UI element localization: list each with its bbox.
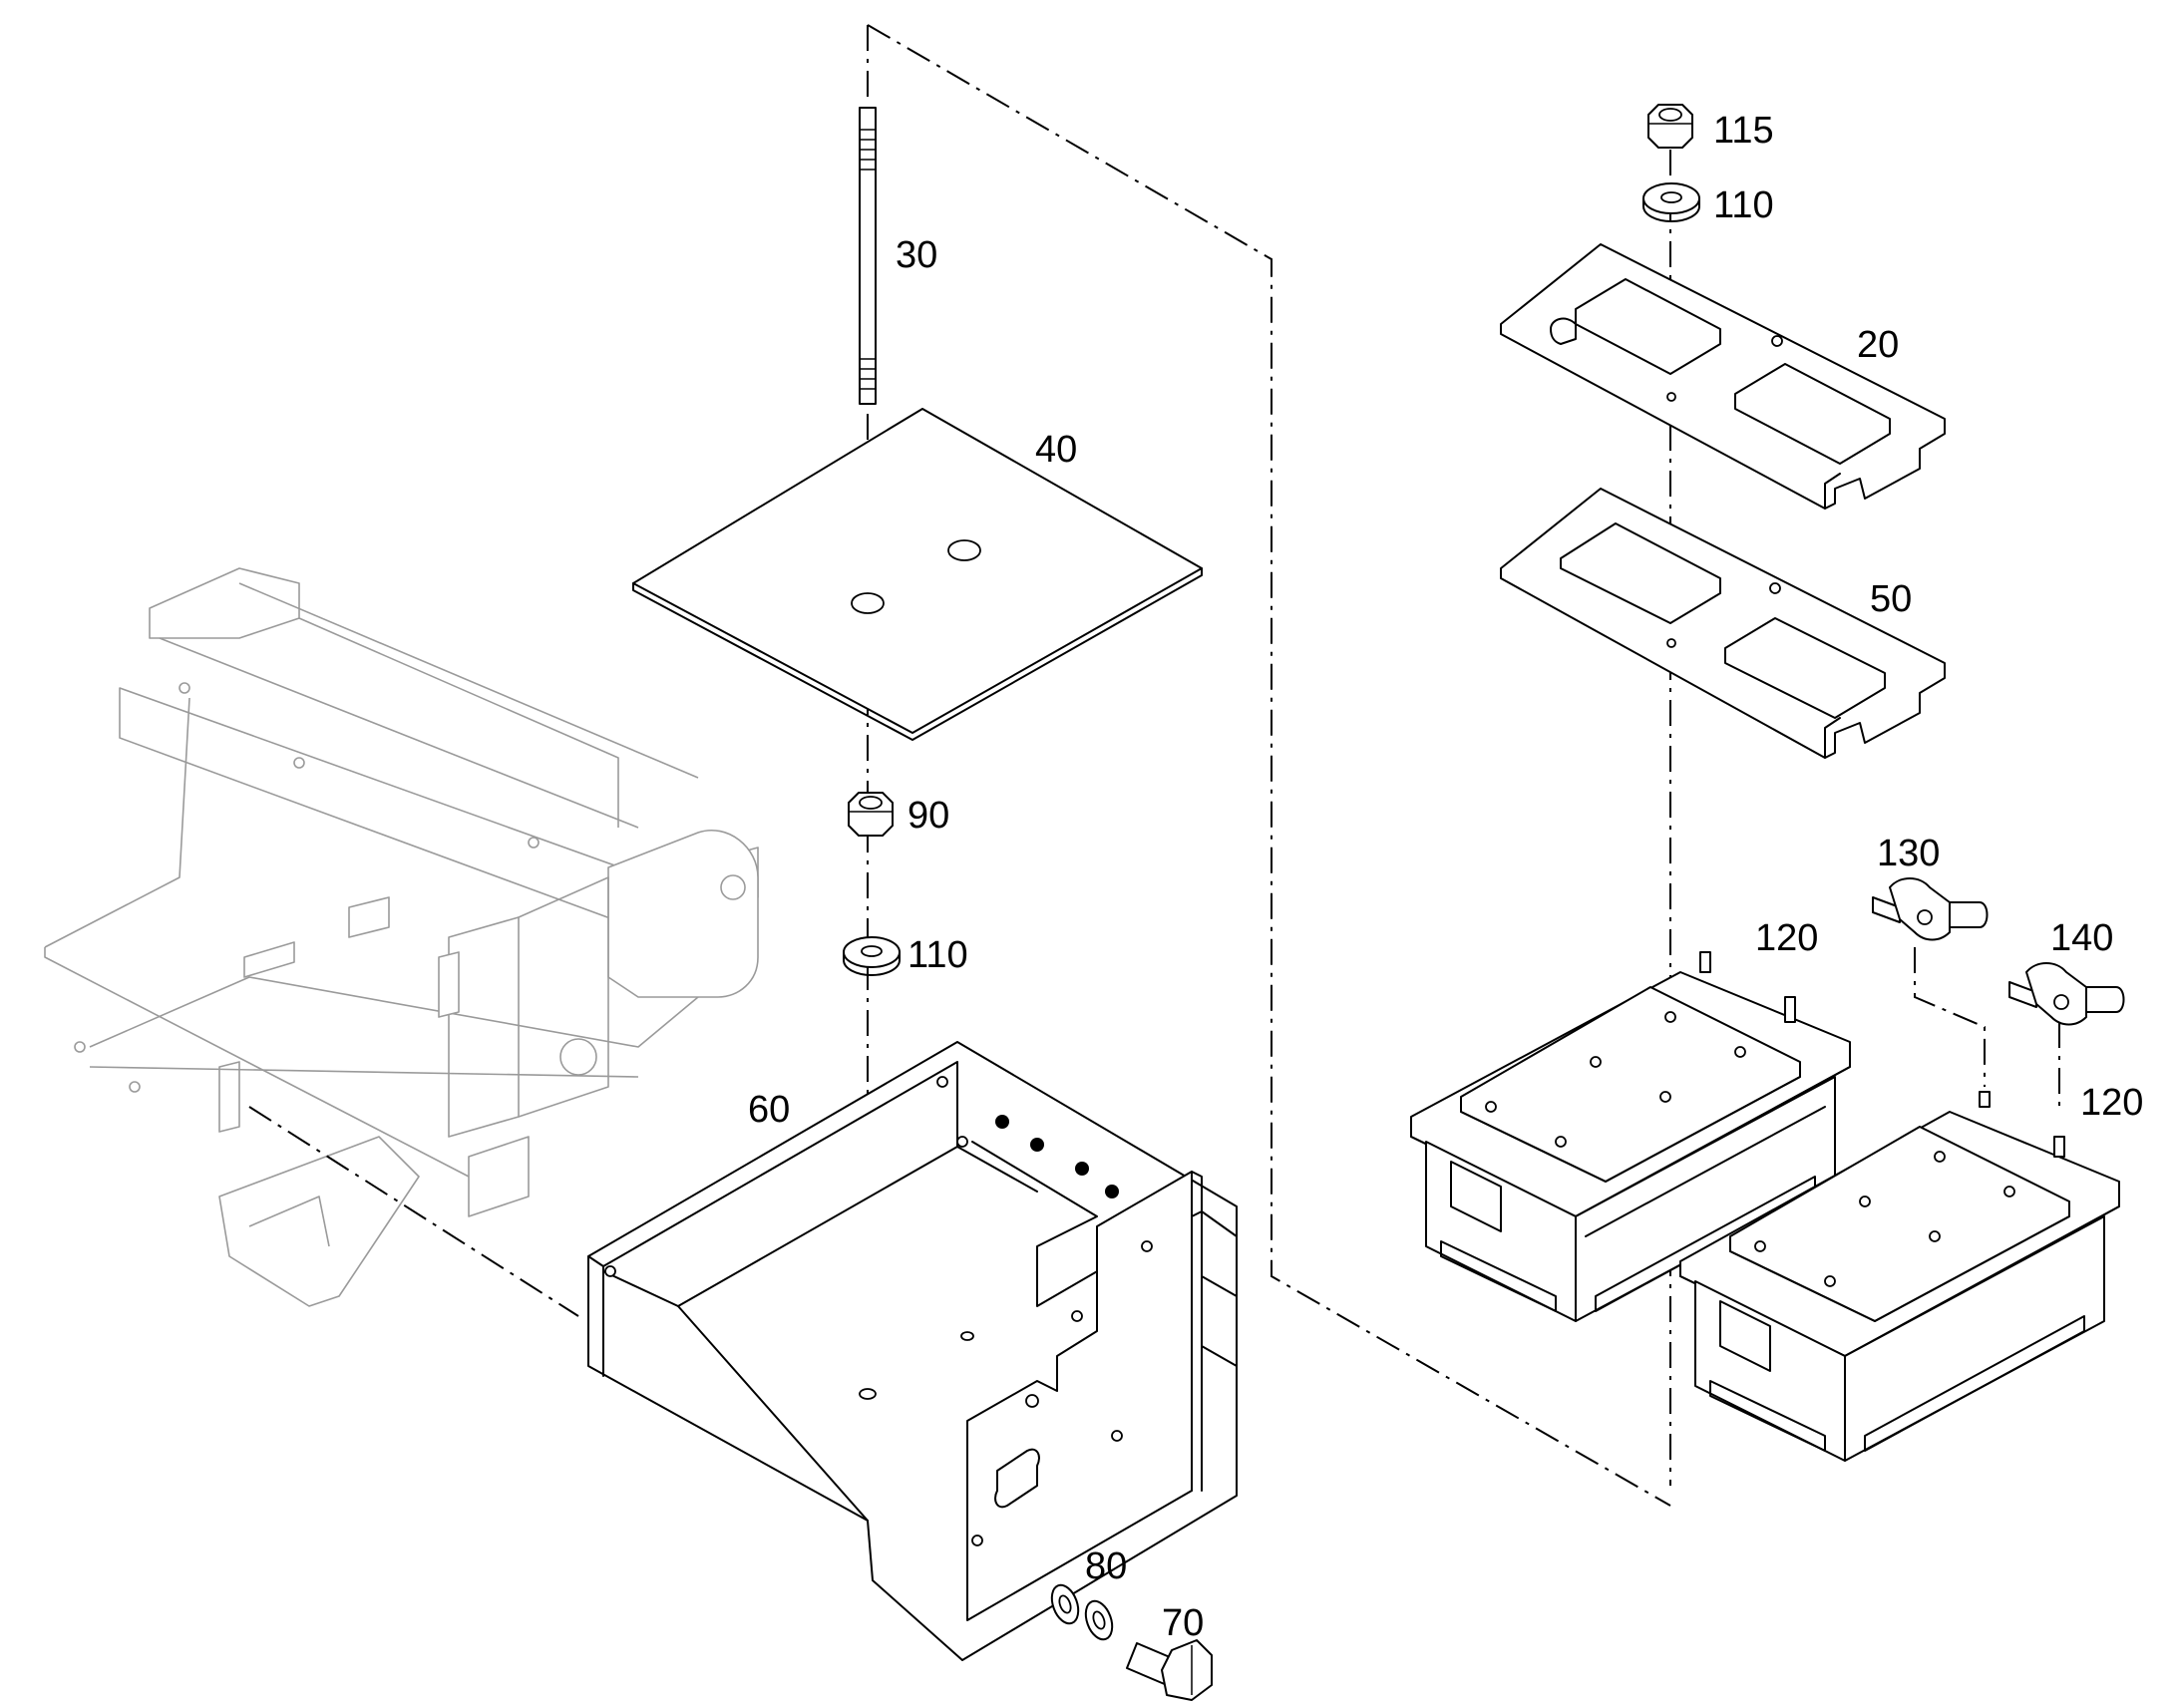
callout-130: 130 xyxy=(1877,833,1940,874)
callout-120-right: 120 xyxy=(2080,1082,2143,1124)
callout-80: 80 xyxy=(1085,1545,1127,1587)
part-80-washers xyxy=(1050,1583,1114,1641)
callout-50: 50 xyxy=(1870,578,1912,620)
part-130-terminal-clamp xyxy=(1872,877,1989,941)
callout-70: 70 xyxy=(1162,1602,1204,1644)
part-40-square-plate xyxy=(632,408,1203,741)
callout-90: 90 xyxy=(908,795,949,837)
part-120-battery-right xyxy=(1679,1091,2120,1462)
part-50-lower-clamp-plate xyxy=(1500,488,1946,759)
callout-30: 30 xyxy=(896,234,937,276)
part-60-battery-tray xyxy=(587,1041,1238,1661)
callout-60: 60 xyxy=(748,1089,790,1131)
part-90-hex-nut xyxy=(848,792,894,837)
callout-110-right: 110 xyxy=(1713,184,1774,226)
callout-110-left: 110 xyxy=(908,934,968,976)
part-120-battery-left xyxy=(1410,951,1851,1322)
part-70-hex-bolt xyxy=(1126,1639,1213,1701)
part-30-threaded-stud xyxy=(859,107,877,405)
callout-20: 20 xyxy=(1857,324,1899,366)
part-110-washer-right xyxy=(1642,182,1700,222)
callout-115: 115 xyxy=(1713,110,1774,152)
part-115-hex-nut xyxy=(1647,104,1693,149)
callout-140: 140 xyxy=(2050,917,2113,959)
part-110-washer-left xyxy=(843,936,901,976)
part-20-top-clamp-plate xyxy=(1500,243,1946,510)
part-140-terminal-clamp xyxy=(2008,962,2125,1026)
callout-40: 40 xyxy=(1035,429,1077,471)
callout-labels: 30 40 90 110 60 80 70 115 110 20 50 130 … xyxy=(748,110,2143,1644)
callout-120-left: 120 xyxy=(1755,917,1818,959)
vehicle-frame-ghost xyxy=(44,567,759,1307)
